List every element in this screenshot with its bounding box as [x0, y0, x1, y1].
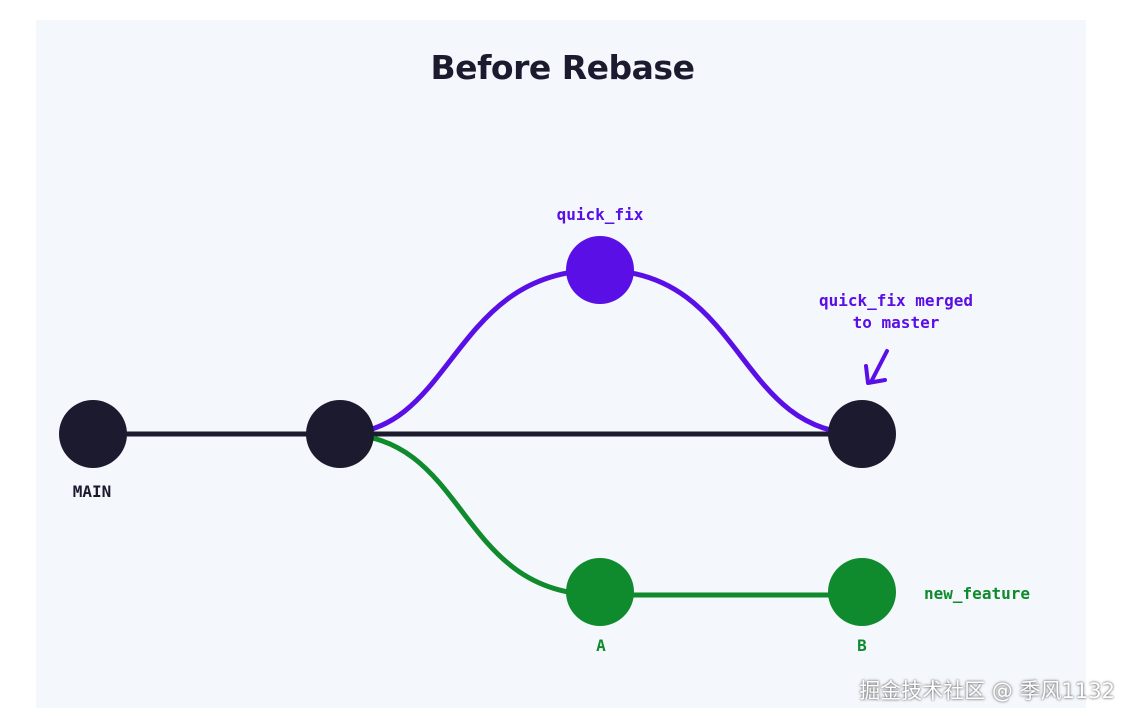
quick-fix-label: quick_fix: [557, 205, 644, 224]
main-commit-merged: [828, 400, 896, 468]
new-feature-label: new_feature: [924, 584, 1030, 603]
commit-b-label: B: [857, 636, 867, 655]
merge-arrow-icon: [864, 349, 889, 385]
new-feature-branch-curve: [339, 431, 862, 598]
merged-note-line1: quick_fix merged: [819, 291, 973, 310]
commit-a: [566, 558, 634, 626]
watermark: 掘金技术社区 @ 季风1132: [859, 679, 1115, 703]
merged-note-line2: to master: [853, 313, 940, 332]
main-commit-1: [59, 400, 127, 468]
diagram-panel: [36, 20, 1086, 708]
diagram-title: Before Rebase: [430, 48, 695, 87]
commit-a-label: A: [596, 636, 606, 655]
main-label: MAIN: [73, 482, 112, 501]
main-commit-2: [306, 400, 374, 468]
commit-b: [828, 558, 896, 626]
quick-fix-commit: [566, 236, 634, 304]
